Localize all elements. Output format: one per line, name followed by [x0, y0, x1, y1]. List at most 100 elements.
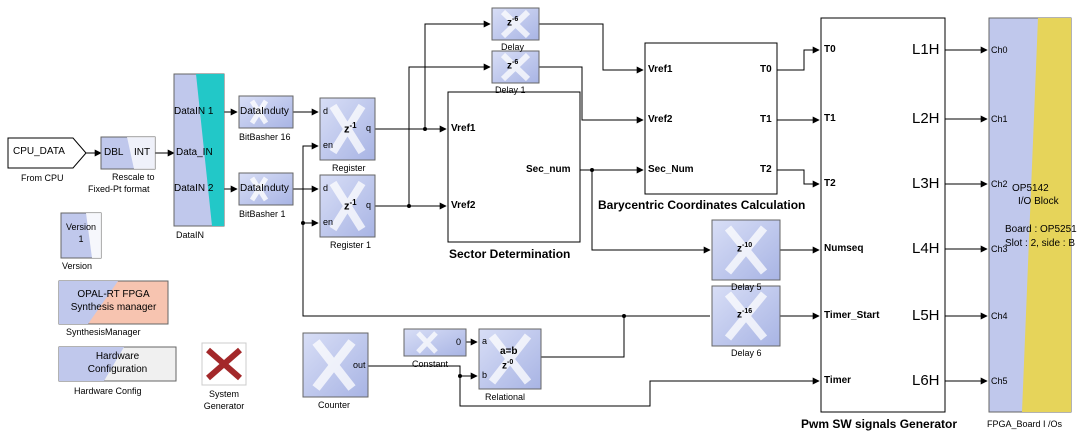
delay-z: z-6 [507, 16, 519, 29]
bary-caption: Barycentric Coordinates Calculation [598, 198, 806, 212]
delay6-z: z-16 [737, 308, 753, 321]
counter-block[interactable] [302, 332, 369, 398]
pwm-caption: Pwm SW signals Generator [801, 417, 958, 431]
bitbasher16-block[interactable] [238, 95, 294, 129]
version-number: 1 [78, 234, 84, 244]
from-cpu-block[interactable] [7, 137, 87, 169]
delay6-block[interactable] [711, 285, 781, 347]
register1-block[interactable] [319, 174, 376, 238]
bary-in-secnum: Sec_Num [648, 164, 694, 175]
relational-block[interactable] [478, 328, 542, 390]
sector-determination-block[interactable] [447, 91, 581, 243]
hwconfig-title-2: Configuration [87, 364, 148, 375]
delay6-caption: Delay 6 [731, 348, 762, 358]
fpga-ch0: Ch0 [991, 45, 1008, 55]
bary-in-vref2: Vref2 [648, 114, 673, 125]
rescale-out-label: INT [134, 147, 151, 158]
synthesis-manager-block[interactable] [58, 280, 169, 325]
bary-out-t0: T0 [760, 64, 772, 75]
rescale-in-label: DBL [104, 147, 124, 158]
datain-block[interactable] [173, 73, 225, 227]
version-caption: Version [62, 261, 93, 271]
bary-in-vref1: Vref1 [648, 64, 673, 75]
barycentric-block[interactable] [644, 42, 778, 195]
pwm-out-l6h: L6H [912, 372, 940, 389]
bitbasher1-out: duty [270, 183, 289, 194]
hwconfig-caption: Hardware Config [74, 386, 142, 396]
fpga-caption: FPGA_Board I /Os [987, 419, 1063, 429]
from-cpu-caption: From CPU [21, 173, 64, 183]
delay-caption: Delay [501, 42, 525, 52]
relational-a: a [482, 336, 488, 346]
fpga-ch5: Ch5 [991, 376, 1008, 386]
fpga-title-1: OP5142 [1012, 183, 1049, 194]
bitbasher1-in: DataIn [240, 183, 270, 194]
register1-caption: Register 1 [330, 240, 372, 250]
pwm-in-t2: T2 [824, 178, 836, 189]
sector-in-vref1: Vref1 [451, 123, 476, 134]
bary-out-t1: T1 [760, 114, 772, 125]
delay5-z: z-10 [737, 242, 753, 255]
hardware-config-block[interactable] [58, 346, 177, 382]
rescale-caption-2: Fixed-Pt format [88, 184, 150, 194]
cpu-data-label: CPU_DATA [13, 146, 65, 157]
synth-caption: SynthesisManager [66, 327, 141, 337]
relational-op: a=b [500, 346, 518, 357]
delay-block[interactable] [491, 7, 540, 41]
fpga-board-block[interactable] [988, 17, 1072, 413]
register-q: q [366, 123, 372, 133]
register-caption: Register [332, 163, 366, 173]
register1-en: en [323, 217, 334, 227]
register-block[interactable] [319, 97, 376, 161]
sector-out: Sec_num [526, 164, 571, 175]
pwm-generator-block[interactable] [820, 17, 946, 413]
register1-z: z-1 [344, 198, 357, 213]
pwm-in-numseq: Numseq [824, 243, 864, 254]
sysgen-caption-2: Generator [203, 401, 245, 411]
junction-dots [301, 127, 626, 378]
rescale-caption-1: Rescale to [112, 172, 155, 182]
register1-d: d [323, 183, 329, 193]
relational-caption: Relational [485, 392, 526, 402]
delay5-caption: Delay 5 [731, 282, 762, 292]
synth-title-1: OPAL-RT FPGA [77, 289, 150, 300]
sector-caption: Sector Determination [449, 247, 571, 261]
relational-z: z-0 [502, 359, 514, 372]
constant-block[interactable] [403, 328, 467, 357]
bitbasher16-out: duty [270, 106, 289, 117]
synth-title-2: Synthesis manager [70, 302, 157, 313]
version-title: Version [65, 222, 97, 232]
version-block[interactable] [60, 212, 102, 259]
fpga-ch4: Ch4 [991, 311, 1008, 321]
sector-in-vref2: Vref2 [451, 200, 476, 211]
sysgen-caption-1: System [208, 389, 239, 399]
bitbasher1-caption: BitBasher 1 [239, 209, 286, 219]
hwconfig-title-1: Hardware [95, 351, 140, 362]
bitbasher16-in: DataIn [240, 106, 270, 117]
fpga-title-2: I/O Block [1018, 196, 1059, 207]
datain-caption: DataIN [176, 230, 205, 240]
delay1-caption: Delay 1 [495, 85, 526, 95]
bitbasher16-caption: BitBasher 16 [239, 132, 291, 142]
fpga-ch3: Ch3 [991, 244, 1008, 254]
pwm-out-l1h: L1H [912, 41, 940, 58]
bitbasher1-block[interactable] [238, 172, 294, 206]
fpga-ch1: Ch1 [991, 114, 1008, 124]
pwm-out-l5h: L5H [912, 307, 940, 324]
pwm-in-timer: Timer [824, 375, 852, 386]
fpga-slot: Slot : 2, side : B [1005, 238, 1076, 249]
pwm-out-l3h: L3H [912, 175, 940, 192]
rescale-block[interactable] [100, 136, 156, 170]
datain-port-1: DataIN 1 [174, 106, 214, 117]
delay1-z: z-6 [507, 59, 519, 72]
fpga-board: Board : OP5251 [1005, 224, 1077, 235]
register-z: z-1 [344, 121, 357, 136]
relational-b: b [482, 370, 488, 380]
register-en: en [323, 140, 334, 150]
delay1-block[interactable] [491, 50, 540, 84]
fpga-ch2: Ch2 [991, 179, 1008, 189]
delay5-block[interactable] [711, 219, 781, 281]
counter-out: out [353, 360, 366, 370]
pwm-in-timer-start: Timer_Start [824, 310, 880, 321]
system-generator-logo[interactable] [201, 342, 247, 386]
